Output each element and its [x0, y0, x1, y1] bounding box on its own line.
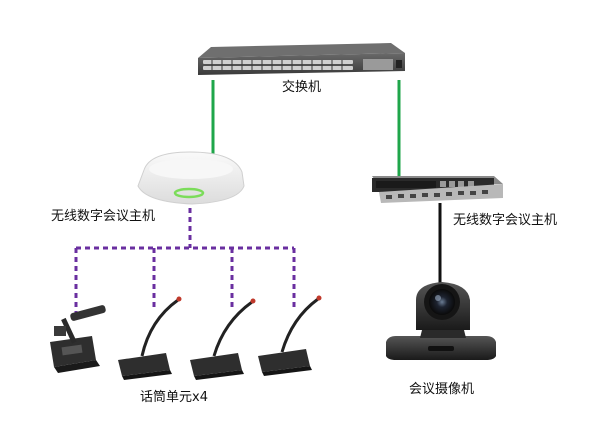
rack-host-icon — [372, 176, 503, 203]
ptz-camera-icon — [386, 282, 496, 360]
delegate-microphone-icon — [258, 295, 322, 376]
wireless-host-right-label: 无线数字会议主机 — [453, 213, 558, 228]
microphones-label: 话筒单元x4 — [140, 390, 208, 405]
network-switch-icon — [198, 43, 405, 75]
delegate-microphone-icon — [190, 298, 256, 380]
wireless-host-left-label: 无线数字会议主机 — [51, 209, 156, 224]
wireless-access-point-icon — [137, 151, 245, 205]
camera-label: 会议摄像机 — [409, 382, 475, 397]
switch-label: 交换机 — [282, 80, 322, 95]
chairman-microphone-icon — [50, 305, 106, 373]
wireless-links — [74, 208, 296, 314]
delegate-microphone-icon — [118, 296, 182, 380]
